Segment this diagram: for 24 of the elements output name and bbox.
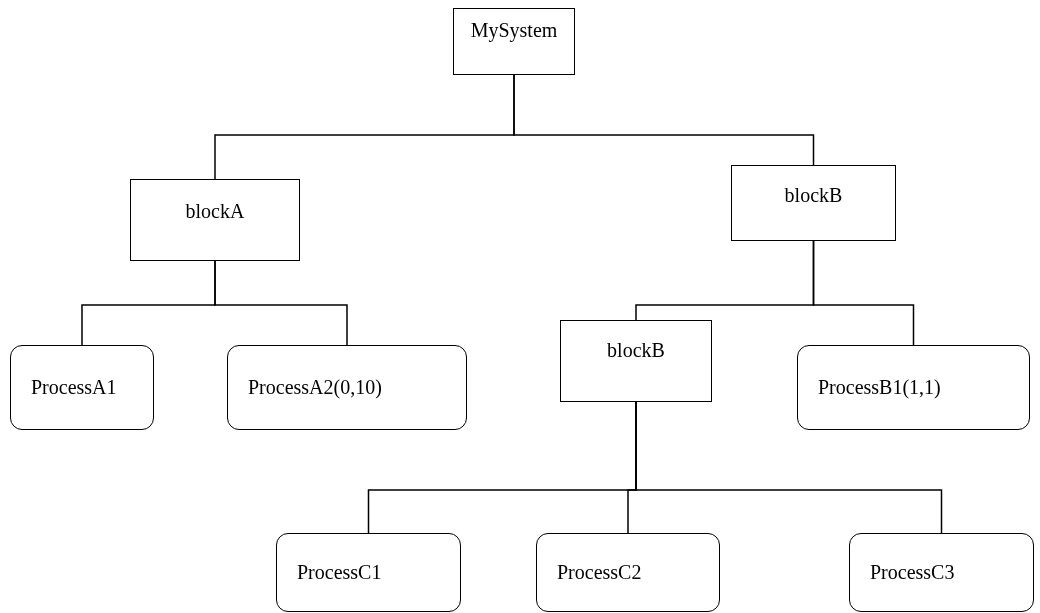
connector-line [635,401,943,534]
rounded-process-box [797,345,1030,430]
node-label: MySystem [470,19,558,42]
node-label: blockA [185,200,245,223]
block-box [453,8,575,75]
connector-line [812,240,915,346]
node-label: blockB [607,339,665,362]
connector-line [214,260,348,346]
node-label: ProcessB1(1,1) [818,376,941,399]
connector-line [513,74,815,166]
node-label: ProcessC3 [870,561,955,584]
node-label: ProcessA1 [31,376,117,399]
rounded-process-box [10,345,154,430]
rounded-process-box [849,533,1034,612]
rounded-process-box [227,345,467,430]
node-label: ProcessC1 [297,561,382,584]
rounded-process-box [276,533,461,612]
node-label: ProcessA2(0,10) [248,376,382,399]
block-box [560,320,712,402]
block-box [130,179,300,261]
node-label: ProcessC2 [557,561,642,584]
rounded-process-box [536,533,720,612]
node-label: blockB [784,184,843,207]
block-box [731,165,896,241]
